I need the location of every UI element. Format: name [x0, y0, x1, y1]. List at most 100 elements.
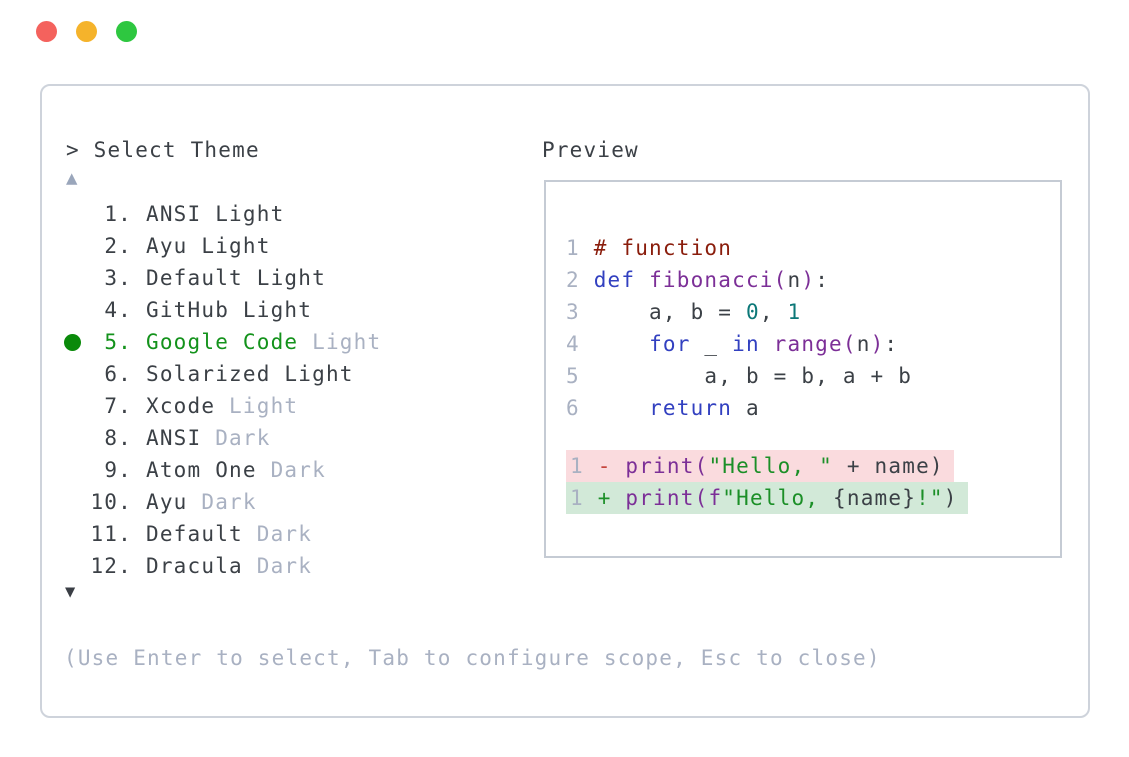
code-line: 3 a, b = 0, 1: [566, 296, 968, 328]
window-controls: [36, 21, 137, 42]
code-token: "Hello,: [722, 486, 834, 510]
code-token: ,: [759, 300, 788, 324]
theme-item-number: 5.: [104, 330, 132, 354]
code-token: "Hello, ": [708, 454, 834, 478]
theme-item-variant: Light: [187, 234, 271, 258]
theme-item-ansi-light[interactable]: 1. ANSI Light: [42, 198, 542, 230]
code-token: (: [694, 454, 709, 478]
code-token: [760, 332, 774, 356]
line-number: 5: [566, 364, 594, 388]
code-token: a: [732, 396, 760, 420]
code-token: in: [732, 332, 760, 356]
scroll-up-icon[interactable]: ▲: [66, 167, 78, 189]
theme-item-variant: Light: [215, 394, 299, 418]
theme-item-default-dark[interactable]: 11.Default Dark: [42, 518, 542, 550]
close-button[interactable]: [36, 21, 57, 42]
theme-item-github-light[interactable]: 4.GitHub Light: [42, 294, 542, 326]
theme-item-number: 3.: [104, 266, 132, 290]
code-line: 4 for _ in range(n):: [566, 328, 968, 360]
line-number: 2: [566, 268, 594, 292]
theme-item-number: 9.: [104, 458, 132, 482]
theme-item-name: ANSI: [146, 202, 202, 226]
code-token: print: [625, 486, 695, 510]
theme-item-number: 2.: [104, 234, 132, 258]
theme-item-ayu-dark[interactable]: 10.Ayu Dark: [42, 486, 542, 518]
code-token: range: [773, 332, 843, 356]
code-token: + name): [833, 454, 944, 478]
theme-item-name: Dracula: [146, 554, 243, 578]
code-token: :: [884, 332, 899, 356]
selected-marker: [60, 333, 84, 351]
theme-item-name: GitHub: [146, 298, 230, 322]
theme-item-name: ANSI: [146, 426, 202, 450]
theme-item-variant: Light: [298, 330, 382, 354]
theme-item-atom-one-dark[interactable]: 9. Atom One Dark: [42, 454, 542, 486]
code-token: {name}: [833, 486, 917, 510]
code-token: ): [870, 332, 885, 356]
line-number: 6: [566, 396, 594, 420]
theme-item-variant: Light: [242, 266, 326, 290]
code-token: a, b = b, a + b: [593, 364, 913, 388]
theme-item-variant: Dark: [256, 458, 326, 482]
theme-item-number: 11.: [90, 522, 132, 546]
theme-item-number: 1.: [104, 202, 132, 226]
theme-item-xcode-light[interactable]: 7.Xcode Light: [42, 390, 542, 422]
line-number: 1: [570, 454, 598, 478]
code-token: (: [842, 332, 857, 356]
code-token: def: [593, 268, 636, 292]
code-token: f: [708, 486, 723, 510]
theme-item-number: 6.: [104, 362, 132, 386]
theme-item-solarized-light[interactable]: 6.Solarized Light: [42, 358, 542, 390]
code-token: n: [787, 268, 802, 292]
preview-label: Preview: [542, 138, 639, 162]
theme-item-dracula-dark[interactable]: 12.Dracula Dark: [42, 550, 542, 582]
code-token: print: [625, 454, 695, 478]
theme-item-ayu-light[interactable]: 2. Ayu Light: [42, 230, 542, 262]
theme-item-variant: Light: [201, 202, 285, 226]
line-number: 1: [570, 486, 598, 510]
theme-item-default-light[interactable]: 3.Default Light: [42, 262, 542, 294]
scroll-down-icon[interactable]: ▼: [65, 582, 76, 602]
code-token: n: [856, 332, 871, 356]
theme-item-name: Ayu: [146, 234, 188, 258]
code-token: _: [690, 332, 733, 356]
code-line: 2 def fibonacci(n):: [566, 264, 968, 296]
code-token: [594, 332, 649, 356]
code-line: 5 a, b = b, a + b: [566, 360, 968, 392]
theme-item-name: Xcode: [146, 394, 216, 418]
diff-sign: -: [597, 454, 626, 478]
zoom-button[interactable]: [116, 21, 137, 42]
line-number: 1: [566, 236, 594, 260]
theme-item-variant: Dark: [242, 522, 313, 546]
theme-item-name: Solarized: [146, 362, 271, 386]
selected-bullet-icon: [63, 333, 81, 351]
diff-block: 1 - print("Hello, " + name)1 + print(f"H…: [566, 450, 968, 514]
code-line: 1 # function: [566, 232, 968, 264]
code-token: (: [773, 268, 788, 292]
code-token: !": [916, 486, 944, 510]
minimize-button[interactable]: [76, 21, 97, 42]
line-number: 3: [566, 300, 594, 324]
theme-item-ansi-dark[interactable]: 8.ANSI Dark: [42, 422, 542, 454]
code-token: fibonacci: [649, 268, 774, 292]
code-token: 0: [745, 300, 760, 324]
help-text: (Use Enter to select, Tab to configure s…: [64, 646, 881, 670]
diff-line-removed: 1 - print("Hello, " + name): [566, 450, 954, 482]
theme-item-google-code-light[interactable]: 5. Google Code Light: [42, 326, 542, 358]
theme-item-name: Ayu: [146, 490, 188, 514]
line-number: 4: [566, 332, 594, 356]
theme-item-variant: Light: [229, 298, 313, 322]
code-token: 1: [787, 300, 802, 324]
theme-item-variant: Dark: [201, 426, 271, 450]
theme-item-name: Google Code: [146, 330, 299, 354]
theme-item-number: 10.: [90, 490, 132, 514]
code-token: ): [801, 268, 816, 292]
code-token: for: [649, 332, 691, 356]
code-token: (: [694, 486, 709, 510]
theme-item-name: Atom One: [146, 458, 257, 482]
